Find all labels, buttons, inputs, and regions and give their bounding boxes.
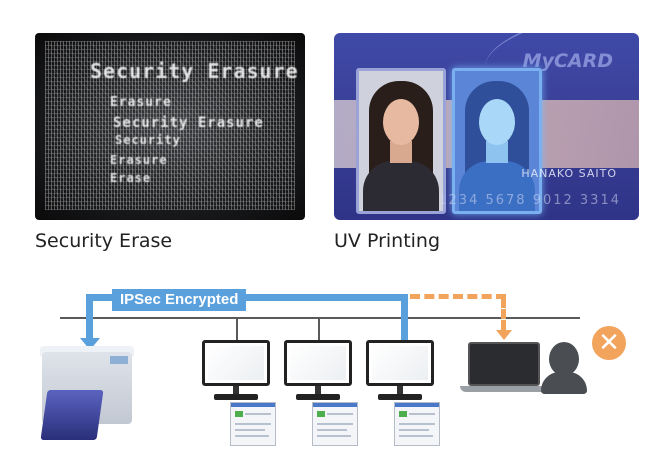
network-line (60, 317, 580, 319)
app-window-thumbnail (230, 402, 276, 446)
ipsec-label: IPSec Encrypted (112, 289, 247, 311)
blocked-path (410, 294, 506, 299)
deny-x-icon: ✕ (592, 326, 626, 360)
erase-noise (45, 41, 295, 210)
printer-panel (110, 356, 128, 364)
ipsec-link-from-pc (401, 320, 408, 342)
scrambled-text: Erase (110, 171, 152, 185)
person-body (541, 372, 587, 394)
ipsec-arrow-to-printer (86, 320, 93, 340)
card-number: 1234 5678 9012 3314 (438, 193, 621, 208)
app-window-thumbnail (312, 402, 358, 446)
scrambled-text: Security Erasure (113, 115, 264, 131)
person-icon (549, 342, 579, 376)
uv-ghost-photo (452, 68, 542, 214)
card-brand: MyCARD (522, 50, 613, 72)
cardholder-name: HANAKO SAITO (521, 167, 617, 180)
scrambled-text: Security Erasure (90, 59, 299, 83)
monitor-icon (366, 340, 434, 386)
uv-printing-caption: UV Printing (334, 230, 441, 252)
scrambled-text: Erasure (110, 95, 172, 110)
laptop-base (460, 386, 548, 392)
printer-card-hopper (40, 390, 104, 440)
uv-printing-card-image: MyCARD HANAKO SAITO 1234 5678 9012 3314 (334, 33, 639, 220)
app-window-thumbnail (394, 402, 440, 446)
monitor-icon (284, 340, 352, 386)
arrow-down-icon (496, 330, 512, 340)
id-photo (356, 68, 446, 214)
laptop-icon (468, 342, 540, 386)
monitor-icon (202, 340, 270, 386)
scrambled-text: Erasure (110, 153, 168, 167)
security-erase-image: Security Erasure Erasure Security Erasur… (35, 33, 305, 220)
ipsec-path (86, 294, 408, 326)
security-erase-caption: Security Erase (35, 230, 173, 252)
blocked-path-drop (501, 298, 506, 330)
card-printer-icon (40, 346, 134, 356)
scrambled-text: Security (115, 133, 181, 147)
